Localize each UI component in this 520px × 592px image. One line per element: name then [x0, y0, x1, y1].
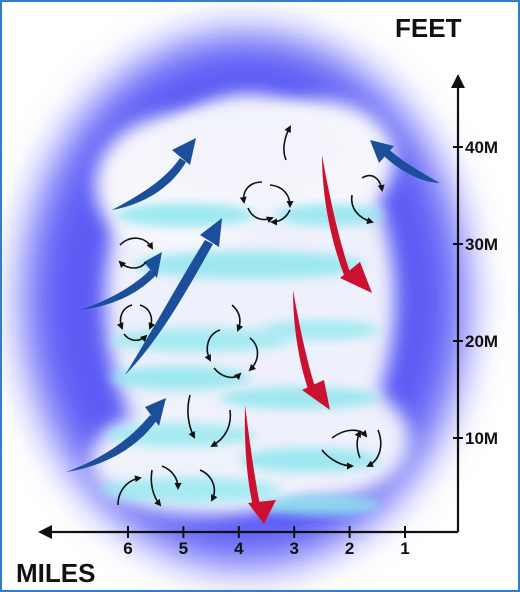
horizontal-ticks: 1 2 3 4 5 6 [123, 526, 410, 558]
cloud-body [90, 95, 410, 515]
swirl-arrow [199, 469, 218, 502]
swirl-arrow [117, 475, 142, 506]
horizontal-tick-label: 4 [234, 539, 244, 558]
downdraft-arrow-middle [293, 290, 330, 410]
swirl-arrow [116, 304, 133, 330]
swirl-arrow [331, 429, 368, 439]
swirl-arrow [123, 333, 148, 343]
updraft-arrow-lower-left [66, 398, 166, 472]
horizontal-tick-label: 1 [400, 539, 409, 558]
horizontal-tick-label: 3 [289, 539, 298, 558]
updraft-arrow-top-left [112, 138, 196, 210]
updraft-arrow-upper-left [80, 252, 162, 310]
vertical-tick-label: 30M [465, 235, 498, 254]
swirl-arrow [269, 184, 294, 208]
updraft-arrow-top-right [370, 140, 440, 183]
swirl-arrow [187, 394, 195, 439]
downdraft-arrow-upper-right [322, 155, 372, 293]
swirl-arrow [247, 207, 274, 224]
swirl-arrow [248, 337, 259, 372]
swirl-arrow [213, 367, 242, 381]
axes: 10M 20M 30M 40M 1 2 3 4 5 6 [38, 74, 498, 558]
swirl-arrow [150, 469, 162, 507]
cloud-cyan-bands [100, 203, 385, 515]
downdraft-arrow-lower [244, 405, 276, 524]
turbulence-swirls [116, 125, 385, 507]
vertical-tick-label: 20M [465, 332, 498, 351]
vertical-axis-title: FEET [395, 13, 462, 43]
horizontal-tick-label: 6 [123, 539, 132, 558]
horizontal-tick-label: 5 [179, 539, 188, 558]
vertical-tick-label: 40M [465, 138, 498, 157]
vertical-tick-label: 10M [465, 429, 498, 448]
swirl-arrow [119, 237, 154, 250]
swirl-arrow [204, 329, 221, 362]
swirl-arrow [210, 409, 232, 447]
swirl-arrow [161, 465, 182, 490]
swirl-arrow [361, 174, 385, 192]
vertical-ticks: 10M 20M 30M 40M [453, 138, 498, 448]
swirl-arrow [354, 430, 361, 459]
swirl-arrow [321, 449, 354, 470]
horizontal-axis-title: MILES [16, 558, 95, 588]
swirl-arrow [139, 304, 156, 330]
swirl-arrow [239, 181, 263, 204]
horizontal-tick-label: 2 [345, 539, 354, 558]
swirl-arrow [118, 260, 147, 269]
swirl-arrow [270, 209, 291, 226]
swirl-arrow [231, 304, 244, 332]
downdraft-arrows [244, 155, 372, 524]
swirl-arrow [350, 194, 374, 224]
swirl-arrow [283, 125, 291, 161]
swirl-arrow [366, 429, 382, 467]
